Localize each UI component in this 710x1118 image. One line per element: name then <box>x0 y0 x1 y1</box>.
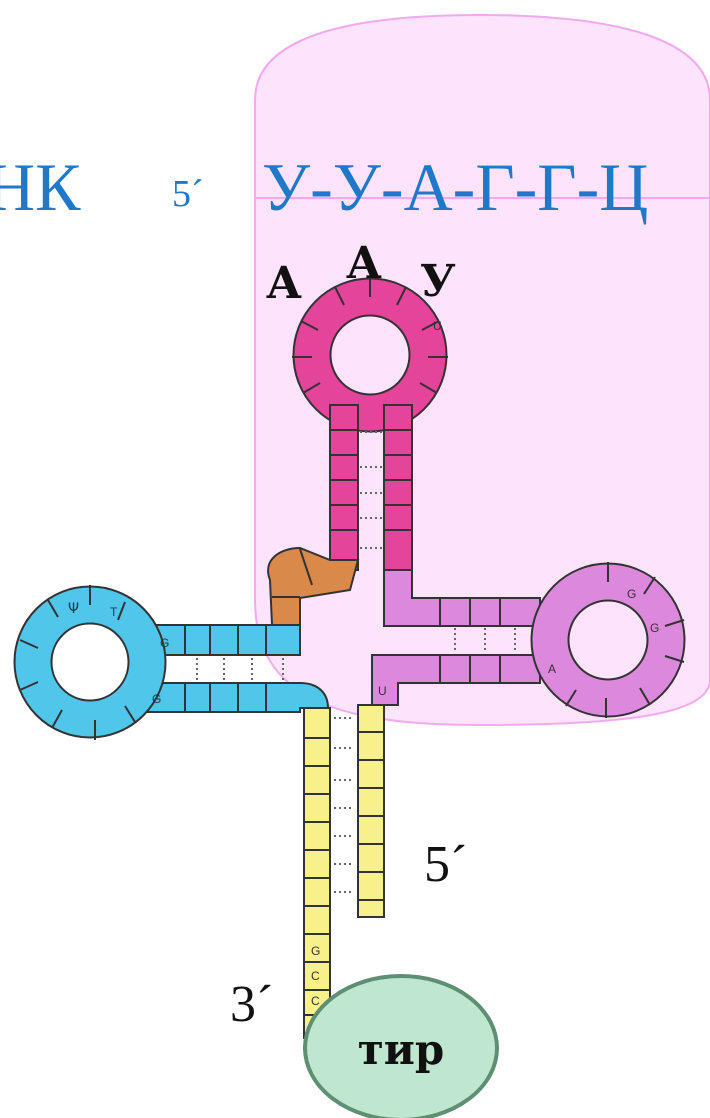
d-loop-letter-g: G <box>160 636 169 650</box>
anticodon-base-1: А <box>266 258 302 309</box>
stem-letter-c1: C <box>311 969 320 983</box>
mrna-label: НК <box>0 148 80 227</box>
anticodon-base-3: У <box>420 256 456 307</box>
stem-letter-g: G <box>152 692 161 706</box>
loop-letter-g1: G <box>627 587 636 601</box>
anticodon-base-2: А <box>346 238 382 289</box>
amino-acid-label: тир <box>316 1025 486 1074</box>
loop-letter-u: U <box>433 319 442 333</box>
d-loop-letter-t: T <box>110 605 118 619</box>
loop-letter-g2: G <box>650 621 659 635</box>
stem-letter-c2: C <box>311 994 320 1008</box>
mrna-codon-sequence: У-У-А-Г-Г-Ц <box>262 148 648 227</box>
stem-letter-g2: G <box>311 944 320 958</box>
d-loop-letter-psi: Ψ <box>68 601 79 617</box>
acceptor-five-prime-label: 5´ <box>424 835 467 894</box>
loop-letter-a: A <box>548 662 556 676</box>
stem-letter-u: U <box>378 684 387 698</box>
acceptor-three-prime-label: 3´ <box>230 975 273 1034</box>
mrna-five-prime-label: 5´ <box>172 172 204 216</box>
